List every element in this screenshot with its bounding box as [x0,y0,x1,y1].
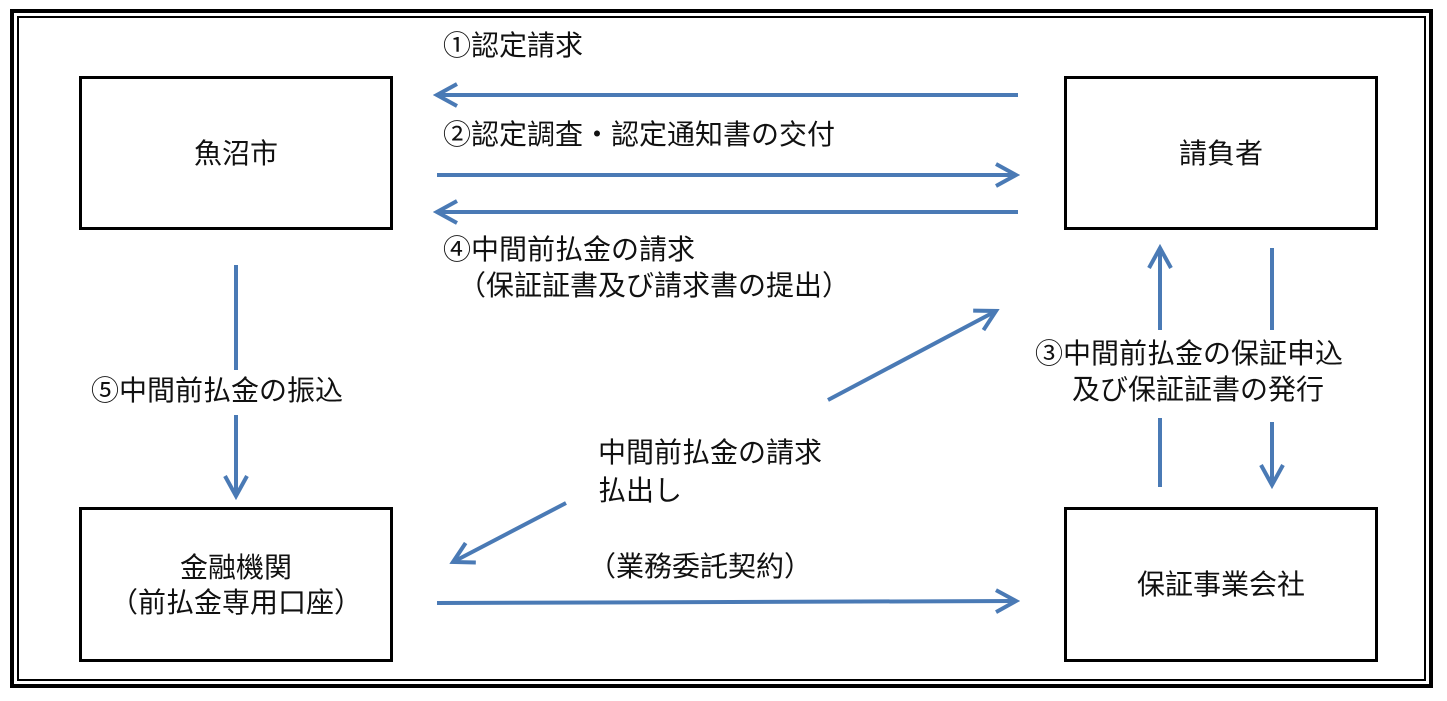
arrow-withdraw-to-contractor [827,311,996,402]
node-bank: 金融機関 （前払金専用口座） [79,507,393,662]
label-withdraw-line1: 中間前払金の請求 [598,436,823,469]
label-step4-line1: ④中間前払金の請求 [443,233,696,266]
node-guarantor: 保証事業会社 [1064,507,1378,662]
inner-frame [17,16,1426,681]
arrow-withdraw-to-bank [453,501,567,562]
node-contractor-label: 請負者 [1178,136,1263,170]
label-step5: ⑤中間前払金の振込 [91,374,344,407]
arrow-contract [436,601,1016,603]
label-step2: ②認定調査・認定通知書の交付 [443,118,836,151]
node-bank-label-line1: 金融機関 [179,550,292,584]
label-contract: （業務委託契約） [588,550,813,583]
node-city-label: 魚沼市 [193,136,278,170]
label-withdraw-line2: 払出し [598,474,683,507]
label-step1: ①認定請求 [443,29,584,62]
label-step3-line1: ③中間前払金の保証申込 [1035,337,1344,370]
label-step3-line2: 及び保証証書の発行 [1072,373,1325,406]
node-bank-label-line2: （前払金専用口座） [109,585,362,619]
node-contractor: 請負者 [1064,76,1378,230]
outer-frame [10,9,1433,688]
node-guarantor-label: 保証事業会社 [1136,568,1305,601]
node-city: 魚沼市 [79,76,393,230]
label-step4-line2: （保証証書及び請求書の提出） [458,269,851,302]
